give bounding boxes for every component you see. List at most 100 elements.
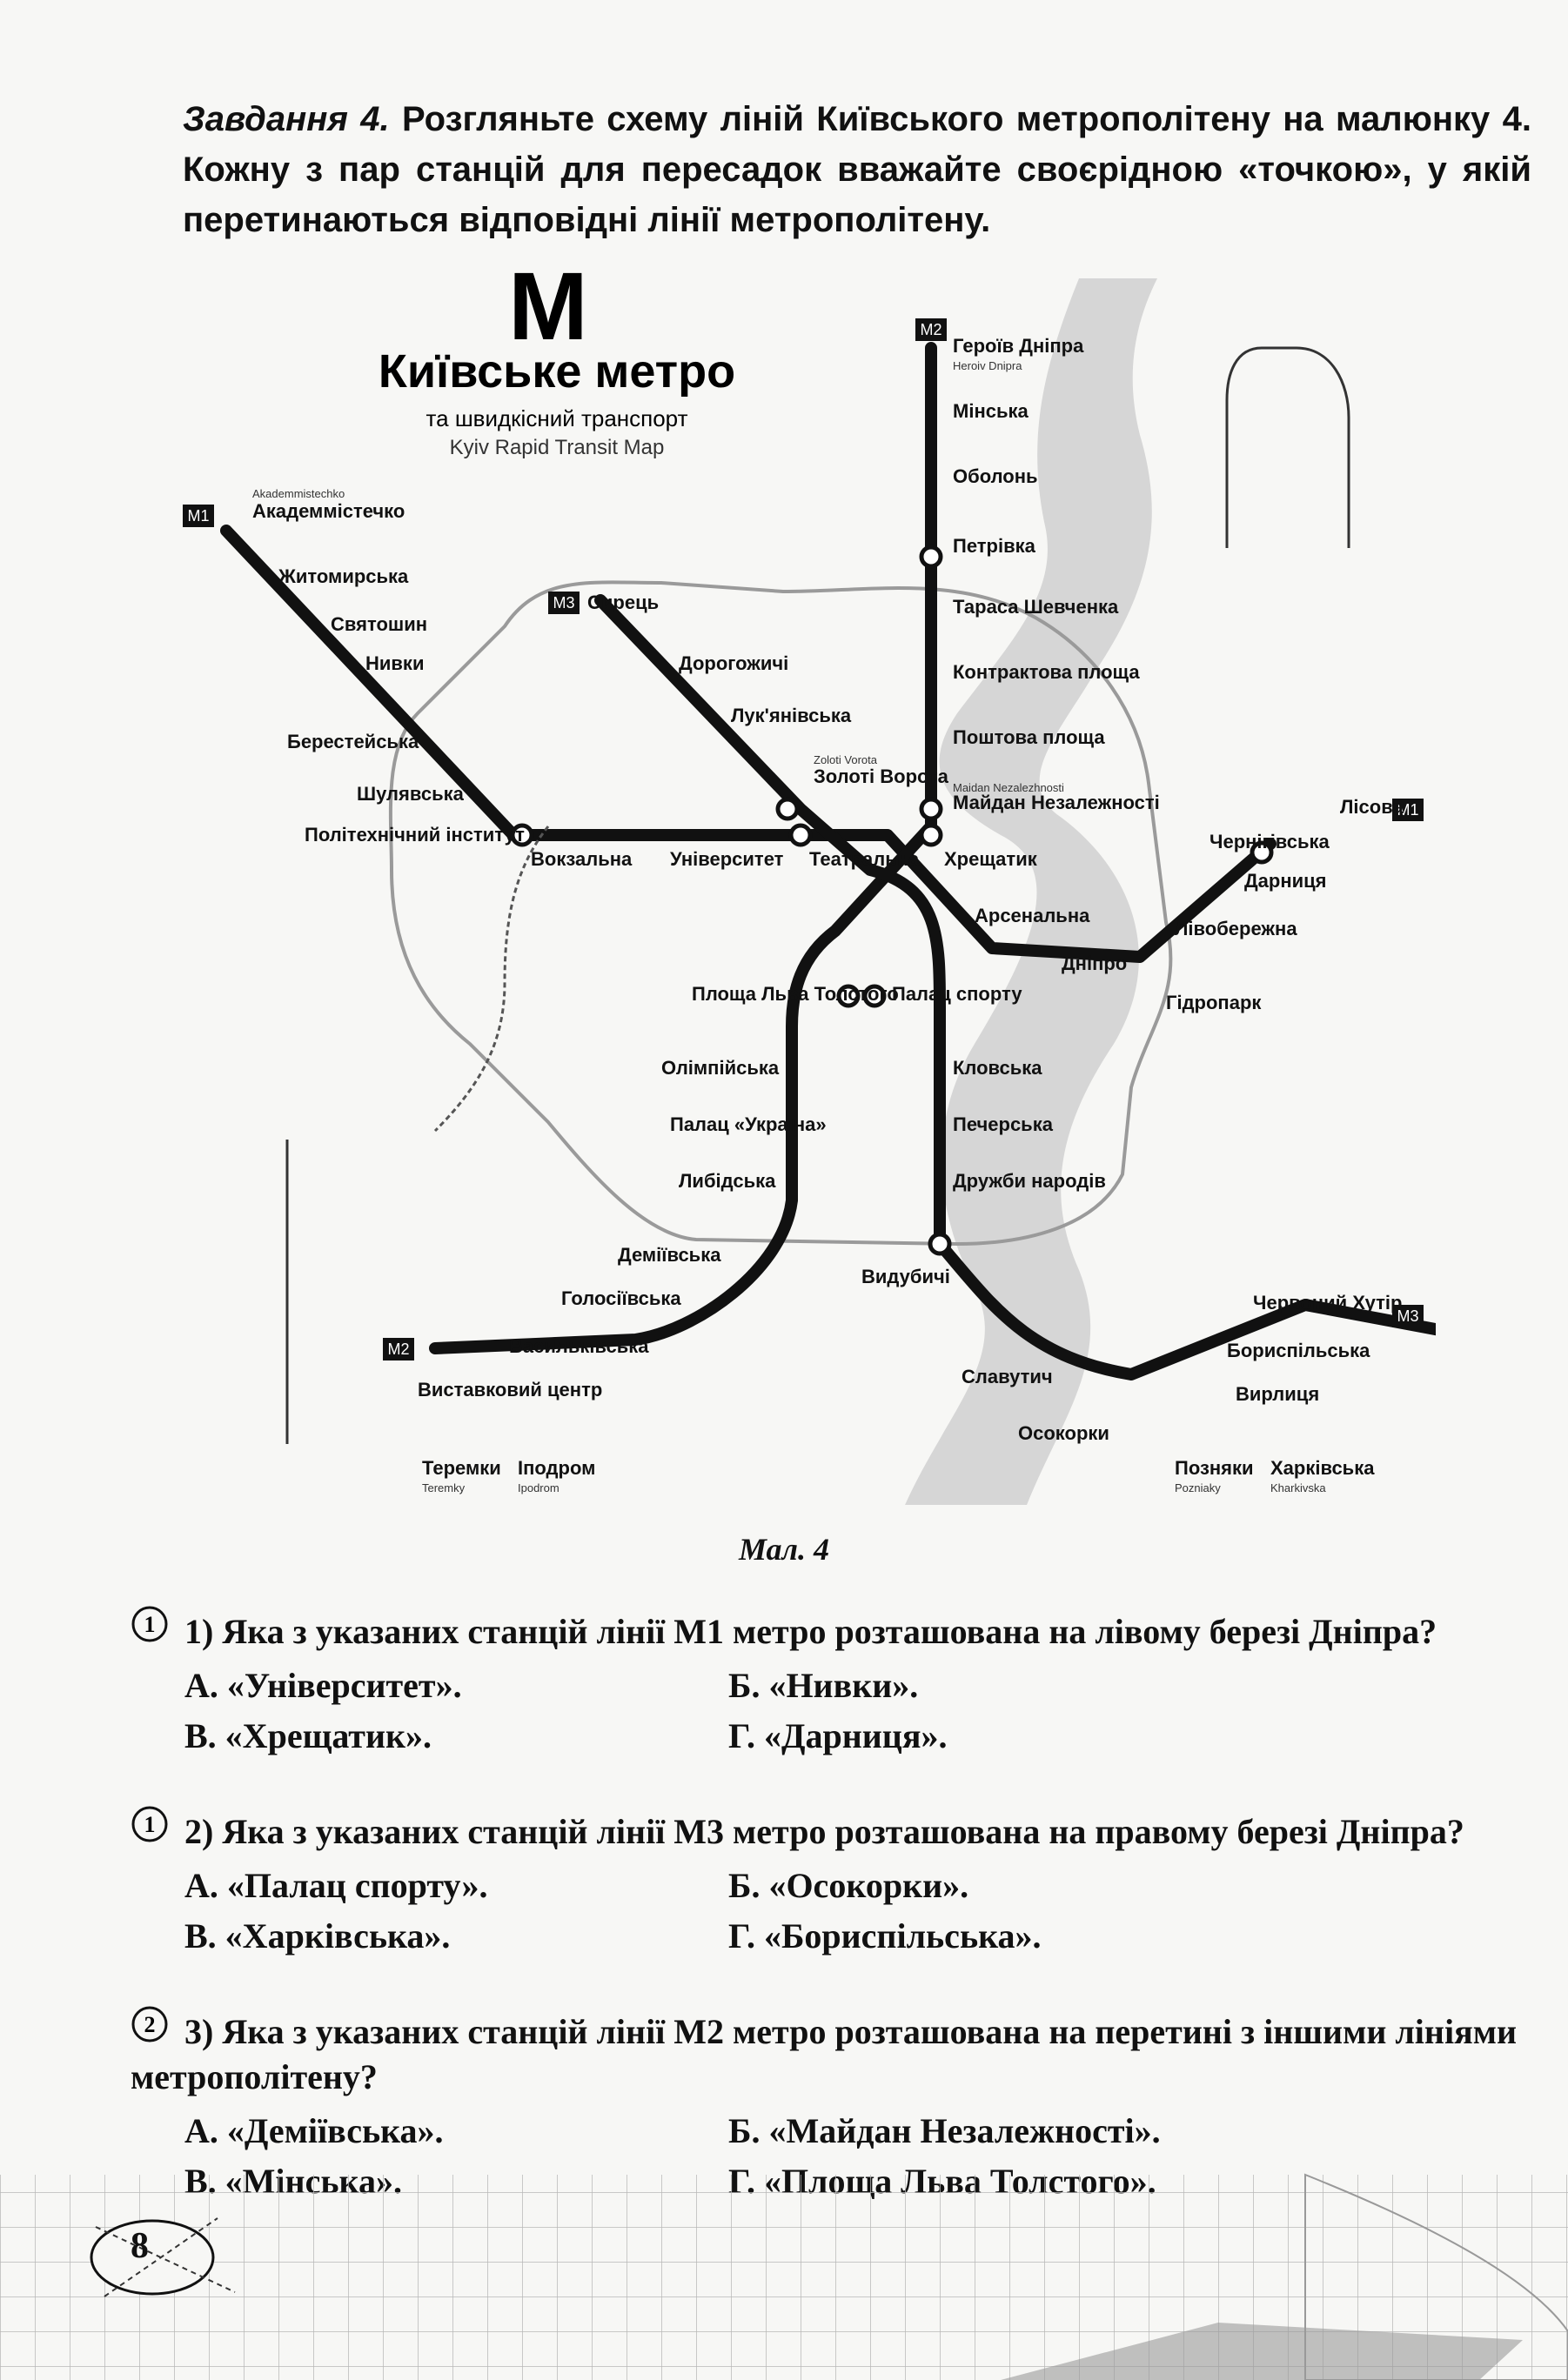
st-polytekh: Політехнічний інститут: [305, 824, 525, 846]
svg-text:1: 1: [144, 1612, 156, 1637]
st-klovska: Кловська: [953, 1057, 1042, 1079]
transfer-vokzalna: [510, 823, 534, 847]
st-demiivska: Деміївська: [618, 1244, 721, 1266]
st-sviatoshyn: Святошин: [331, 613, 427, 635]
q2-option-b[interactable]: Б. «Осокорки».: [728, 1866, 969, 1905]
st-zoloti: Золоті Ворота: [814, 765, 949, 787]
badge-m1-right: M1: [1392, 799, 1424, 821]
q2-option-a[interactable]: А. «Палац спорту».: [184, 1866, 488, 1905]
st-vokzalna: Вокзальна: [531, 848, 633, 870]
transfer-vydubychi: [928, 1232, 952, 1256]
st-kharkivska: Харківська: [1270, 1457, 1375, 1479]
st-kharkivska-en: Kharkivska: [1270, 1481, 1326, 1494]
st-vasylkivska: Васильківська: [509, 1335, 649, 1357]
question-1-text: 1) Яка з указаних станцій лінії M1 метро…: [184, 1612, 1437, 1651]
city-rail-ring: [388, 580, 1173, 1247]
st-slavutych: Славутич: [962, 1366, 1053, 1387]
q1-option-c[interactable]: В. «Хрещатик».: [184, 1716, 432, 1755]
st-universytet: Університет: [670, 848, 784, 870]
st-akademmistechko: Академмістечко: [252, 500, 405, 522]
st-pozniaky-en: Pozniaky: [1175, 1481, 1221, 1494]
st-lva: Площа Льва Толстого: [692, 983, 899, 1005]
st-pecherska: Печерська: [953, 1113, 1054, 1135]
line-m2: [429, 342, 937, 1354]
map-subtitle: та швидкісний транспорт: [426, 405, 688, 431]
task-body: Розгляньте схему ліній Київського метроп…: [183, 100, 1531, 239]
transfer-lva: [836, 984, 861, 1008]
transfer-khreshchatyk: [919, 823, 943, 847]
st-maidan: Майдан Незалежності: [953, 792, 1160, 813]
st-kontraktova: Контрактова площа: [953, 661, 1140, 683]
st-chervonyi: Червоний Хутір: [1253, 1292, 1402, 1314]
badge-m2-bottom: M2: [383, 1338, 414, 1360]
st-vyrlytsia: Вирлиця: [1236, 1383, 1319, 1405]
q2-option-d[interactable]: Г. «Бориспільська».: [728, 1916, 1042, 1955]
st-livoberezhna: Лівобережна: [1175, 918, 1297, 939]
badge-m3-right: M3: [1392, 1305, 1424, 1327]
svg-text:M3: M3: [553, 594, 574, 612]
q1-option-b[interactable]: Б. «Нивки».: [728, 1666, 919, 1705]
q1-option-d[interactable]: Г. «Дарниця».: [728, 1716, 948, 1755]
st-petrivka: Петрівка: [953, 535, 1036, 557]
st-shuliavska: Шулявська: [357, 783, 465, 805]
grid-paper-decoration: [0, 2173, 1568, 2380]
st-maidan-en: Maidan Nezalezhnosti: [953, 781, 1064, 794]
st-arsenalna: Арсенальна: [975, 905, 1090, 926]
st-chernihivska: Чернігівська: [1210, 831, 1330, 852]
svg-text:2: 2: [144, 2012, 156, 2037]
st-holosiivska: Голосіївська: [561, 1287, 681, 1309]
st-heroiv-en: Heroiv Dnipra: [953, 359, 1022, 372]
st-obolon: Оболонь: [953, 465, 1038, 487]
st-minska: Мінська: [953, 400, 1029, 422]
st-vydubychi: Видубичі: [861, 1266, 950, 1287]
line-m1: [220, 525, 1277, 963]
transfer-maidan: [919, 797, 943, 821]
st-lisova: Лісова: [1340, 796, 1404, 818]
difficulty-1-icon: 1: [131, 1605, 172, 1647]
st-heroiv: Героїв Дніпра: [953, 335, 1084, 357]
st-poshtova: Поштова площа: [953, 726, 1105, 748]
svg-text:M: M: [508, 261, 588, 360]
q3-option-b[interactable]: Б. «Майдан Незалежності».: [728, 2111, 1161, 2150]
st-tarasa: Тараса Шевченка: [953, 596, 1119, 618]
transfer-livoberezhna: [1250, 840, 1274, 865]
st-osokorky: Осокорки: [1018, 1422, 1109, 1444]
st-palats-ukraina: Палац «Україна»: [670, 1113, 827, 1135]
st-druzhby: Дружби народів: [953, 1170, 1106, 1192]
question-3-text: 3) Яка з указаних станцій лінії M2 метро…: [131, 2012, 1518, 2096]
st-vystavkovyi: Виставковий центр: [418, 1379, 602, 1401]
task-lead: Завдання 4.: [183, 100, 390, 138]
st-lukianivska: Лук'янівська: [731, 705, 852, 726]
svg-text:M3: M3: [1397, 1307, 1418, 1325]
st-ipodrom: Іподром: [518, 1457, 595, 1479]
figure-caption: Мал. 4: [739, 1532, 829, 1567]
transfer-petrivka: [919, 545, 943, 569]
map-title: Київське метро: [379, 345, 735, 398]
st-boryspilska: Бориспільська: [1227, 1340, 1370, 1361]
tram-line-center: [433, 826, 550, 1133]
q1-option-a[interactable]: А. «Університет».: [184, 1666, 462, 1705]
st-teremky: Теремки: [422, 1457, 501, 1479]
st-akademmistechko-en: Akademmistechko: [252, 487, 345, 500]
svg-text:1: 1: [144, 1812, 156, 1837]
st-teremky-en: Teremky: [422, 1481, 466, 1494]
st-teatralna: Театральна: [809, 848, 920, 870]
transfer-palats-sportu: [862, 984, 887, 1008]
badge-m3: M3: [548, 592, 580, 614]
svg-text:M1: M1: [1397, 801, 1418, 819]
st-palats-sportu: Палац спорту: [892, 983, 1022, 1005]
st-zhytomyrska: Житомирська: [278, 565, 409, 587]
question-1: 1 1) Яка з указаних станцій лінії M1 мет…: [131, 1605, 1540, 1759]
q2-option-c[interactable]: В. «Харківська».: [184, 1916, 451, 1955]
badge-m1: M1: [183, 505, 214, 527]
st-beresteiska: Берестейська: [287, 731, 419, 752]
svg-text:M2: M2: [387, 1340, 409, 1358]
tram-line-troieshchyna: [1225, 346, 1350, 548]
st-nyvky: Нивки: [365, 652, 424, 674]
q3-option-a[interactable]: А. «Деміївська».: [184, 2111, 444, 2150]
st-khreshchatyk: Хрещатик: [944, 848, 1038, 870]
st-pozniaky: Позняки: [1175, 1457, 1254, 1479]
st-hidropark: Гідропарк: [1166, 992, 1262, 1013]
map-subtitle-en: Kyiv Rapid Transit Map: [450, 436, 665, 459]
transfer-zoloti: [775, 797, 800, 821]
